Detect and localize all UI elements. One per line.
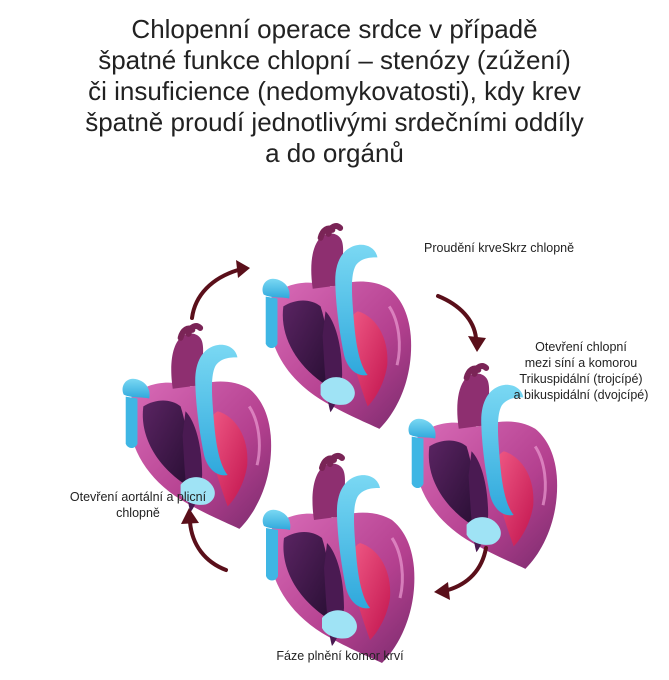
title-line: špatně proudí jednotlivými srdečními odd… — [85, 107, 584, 137]
caption-line: Otevření chlopní — [535, 340, 627, 354]
caption-line: mezi síní a komorou — [524, 356, 638, 370]
cycle-arrow-bottom-right — [434, 546, 488, 600]
caption-atrioventricular-valves: Otevření chlopní mezi síní a komorou Tri… — [496, 339, 666, 403]
caption-blood-flow: Proudění krveSkrz chlopně — [424, 241, 575, 255]
caption-aortic-pulmonary-valves: Otevření aortální a plicní chlopně — [18, 489, 258, 521]
caption-ventricle-filling: Fáze plnění komor krví — [276, 649, 404, 663]
heart-illustration-bottom — [263, 456, 415, 663]
title-line: Chlopenní operace srdce v případě — [131, 14, 538, 44]
cycle-arrow-top-right — [436, 294, 486, 352]
caption-line: a bikuspidální (dvojcípé) — [513, 388, 649, 402]
title-line: a do orgánů — [265, 138, 404, 168]
caption-line: chlopně — [116, 506, 160, 520]
caption-line: Trikuspidální (trojcípé) — [519, 372, 643, 386]
title-line: či insuficience (nedomykovatosti), kdy k… — [88, 76, 581, 106]
title-line: špatné funkce chlopní – stenózy (zúžení) — [98, 45, 571, 75]
cycle-arrow-top-left — [190, 260, 250, 320]
heart-illustration-top — [263, 226, 412, 429]
caption-line: Otevření aortální a plicní — [69, 490, 207, 504]
diagram-title: Chlopenní operace srdce v případě špatné… — [0, 14, 669, 169]
cycle-arrow-bottom-left — [181, 508, 228, 572]
